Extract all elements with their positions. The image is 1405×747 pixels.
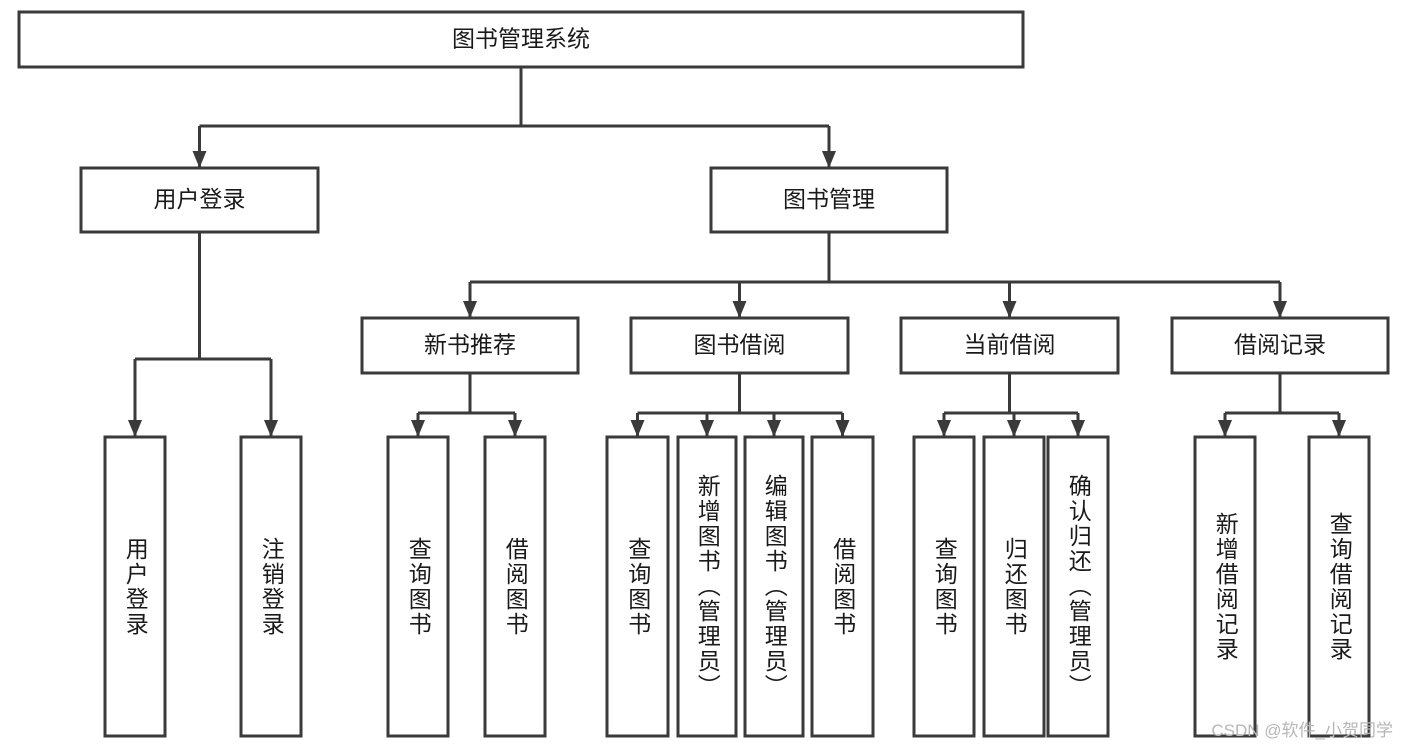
node-box-leaf-query-cur[interactable]	[912, 435, 976, 738]
arrow-head-leaf-add-rec	[1218, 420, 1232, 437]
node-box-leaf-return-cur[interactable]	[982, 435, 1046, 738]
node-box-leaf-add-bk[interactable]	[676, 435, 738, 738]
arrow-head-leaf-logout	[264, 420, 278, 437]
node-box-leaf-query-bk[interactable]	[605, 435, 670, 738]
node-box-leaf-add-rec[interactable]	[1193, 435, 1257, 738]
node-box-borrow[interactable]	[629, 316, 850, 375]
node-box-leaf-confirm-cur[interactable]	[1046, 435, 1110, 738]
node-label-borrow: 图书借阅	[694, 332, 786, 358]
node-box-leaf-logout[interactable]	[239, 435, 303, 738]
arrow-head-leaf-return-cur	[1007, 420, 1021, 437]
arrow-head-leaf-query-rec	[1332, 420, 1346, 437]
node-label-login: 用户登录	[154, 186, 246, 212]
arrow-head-current	[1002, 301, 1017, 318]
arrow-head-leaf-confirm-cur	[1071, 420, 1085, 437]
node-box-leaf-query-rec[interactable]	[1307, 435, 1371, 738]
node-box-login[interactable]	[79, 166, 320, 234]
arrow-head-leaf-borrow-nb	[508, 420, 522, 437]
arrow-head-login	[192, 151, 207, 168]
node-box-leaf-user-login[interactable]	[103, 435, 167, 738]
node-box-layer	[17, 10, 1390, 738]
arrow-head-leaf-borrow-bk	[835, 420, 850, 437]
node-box-leaf-borrow-bk[interactable]	[810, 435, 875, 738]
node-box-root[interactable]	[17, 10, 1025, 69]
node-box-newbook[interactable]	[360, 316, 580, 375]
arrow-head-leaf-edit-bk	[767, 420, 781, 437]
node-box-bookmgmt[interactable]	[709, 166, 949, 234]
node-box-leaf-edit-bk[interactable]	[743, 435, 805, 738]
arrow-head-leaf-query-cur	[937, 420, 951, 437]
connector-layer	[128, 67, 1346, 437]
node-box-leaf-borrow-nb[interactable]	[483, 435, 547, 738]
arrow-head-borrow	[732, 301, 747, 318]
node-box-current[interactable]	[899, 316, 1120, 375]
arrow-head-leaf-query-nb	[411, 420, 425, 437]
arrow-head-leaf-user-login	[128, 420, 142, 437]
node-label-root: 图书管理系统	[452, 26, 590, 52]
node-box-records[interactable]	[1170, 316, 1390, 375]
node-label-records: 借阅记录	[1234, 332, 1326, 358]
arrow-head-leaf-query-bk	[630, 420, 645, 437]
node-label-current: 当前借阅	[964, 332, 1056, 358]
node-label-bookmgmt: 图书管理	[783, 186, 875, 212]
node-box-leaf-query-nb[interactable]	[386, 435, 450, 738]
arrow-head-newbook	[463, 301, 477, 318]
node-label-newbook: 新书推荐	[424, 332, 516, 358]
arrow-head-bookmgmt	[822, 151, 836, 168]
arrow-head-records	[1273, 301, 1287, 318]
arrow-head-leaf-add-bk	[700, 420, 714, 437]
